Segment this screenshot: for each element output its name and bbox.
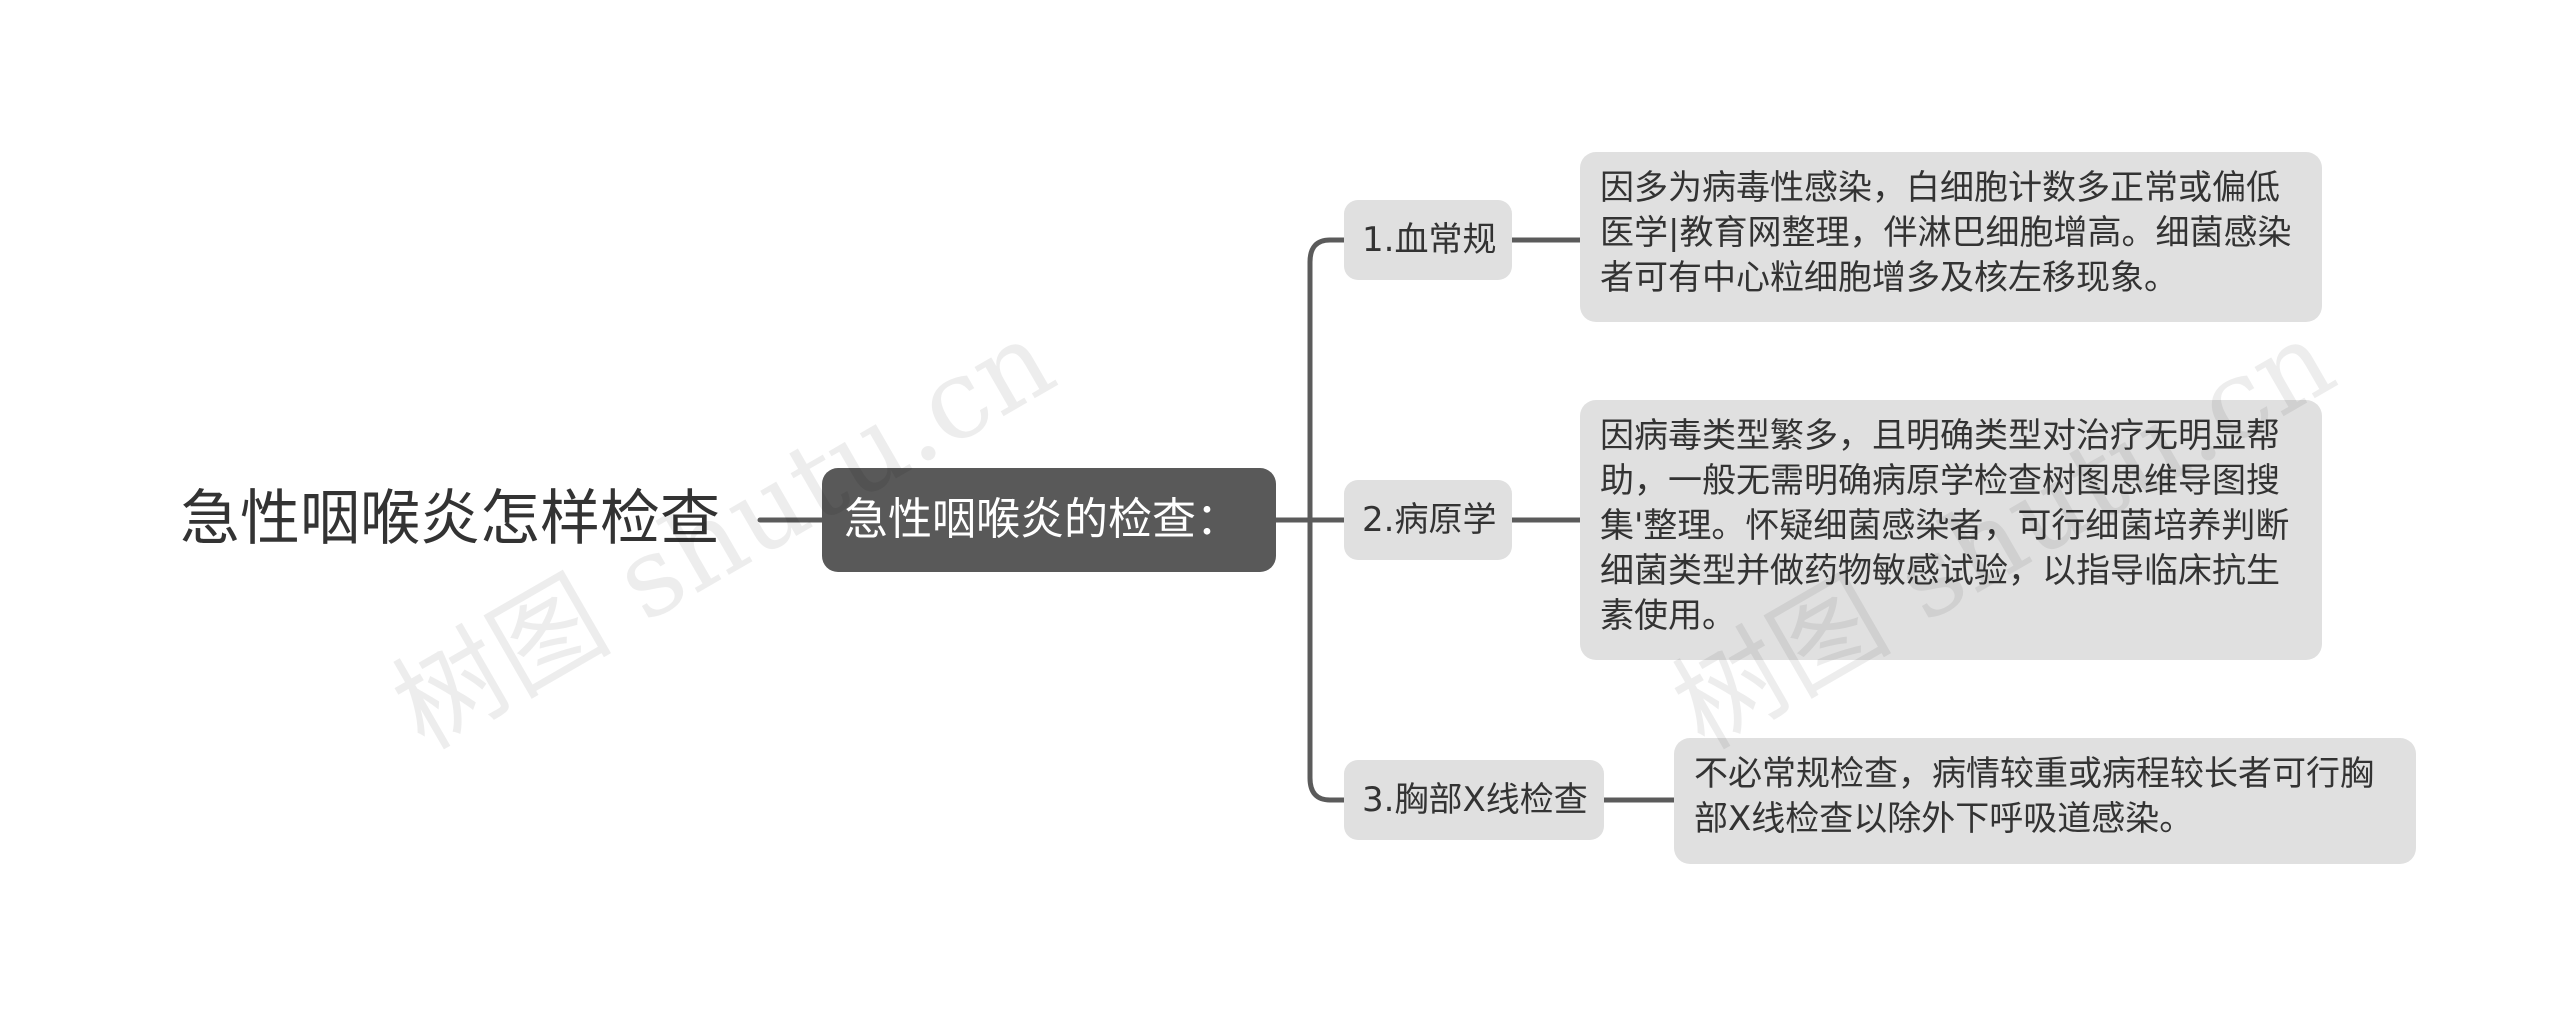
branch-pathogen[interactable]: 2.病原学 [1344,480,1512,560]
detail-chest-xray[interactable]: 不必常规检查，病情较重或病程较长者可行胸部X线检查以除外下呼吸道感染。 [1674,738,2416,864]
root-topic[interactable]: 急性咽喉炎怎样检查 [180,484,720,554]
branch-blood-routine[interactable]: 1.血常规 [1344,200,1512,280]
detail-blood-routine[interactable]: 因多为病毒性感染，白细胞计数多正常或偏低医学|教育网整理，伴淋巴细胞增高。细菌感… [1580,152,2322,322]
detail-pathogen[interactable]: 因病毒类型繁多，且明确类型对治疗无明显帮助，一般无需明确病原学检查树图思维导图搜… [1580,400,2322,660]
branch-chest-xray[interactable]: 3.胸部X线检查 [1344,760,1604,840]
center-topic[interactable]: 急性咽喉炎的检查： [822,468,1276,572]
